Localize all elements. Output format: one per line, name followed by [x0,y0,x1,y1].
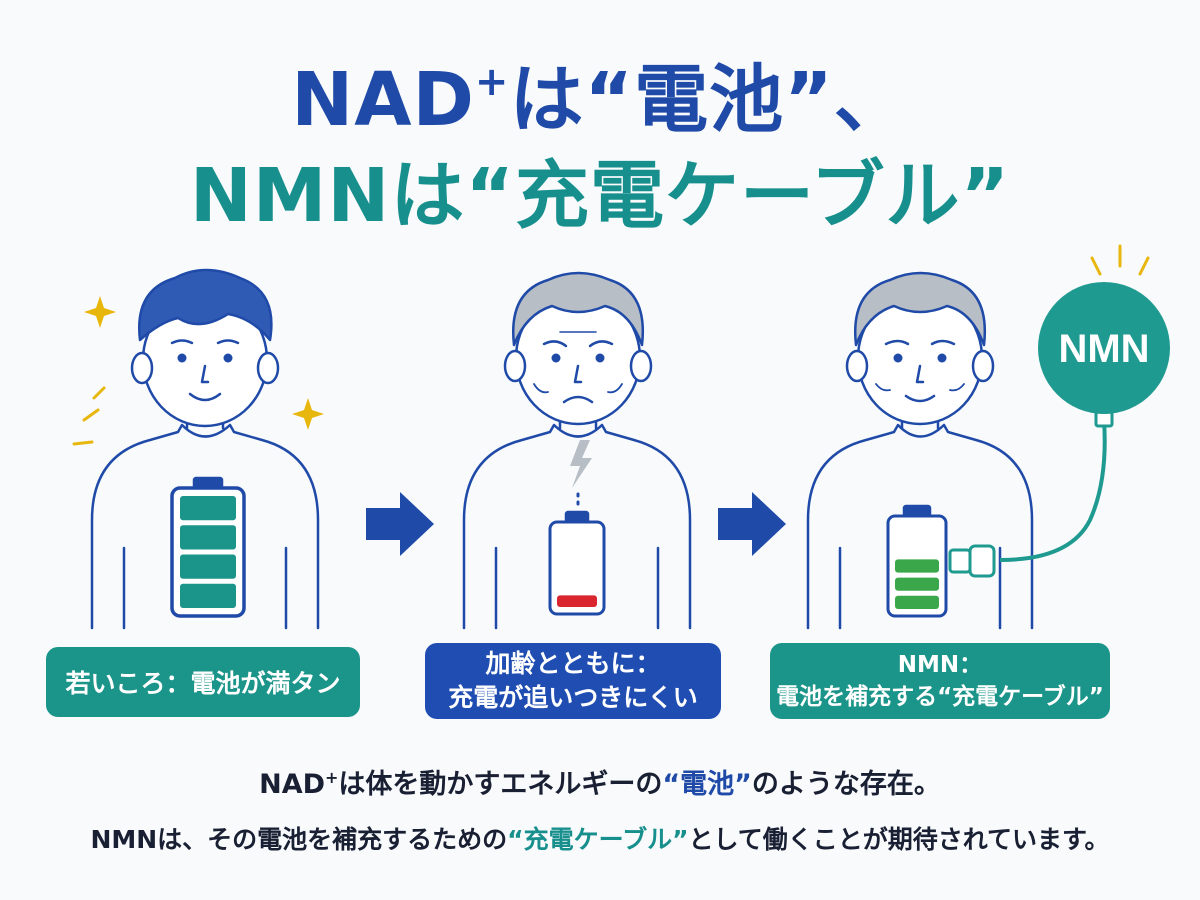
sparkle-icon [84,296,324,430]
caption-nmn-line1: NMN： [897,652,983,678]
caption-nmn: NMN： 電池を補充する“充電ケーブル” [770,643,1110,719]
battery-full-segment [180,496,236,521]
explanation-line2: NMNは、その電池を補充するための“充電ケーブル”として働くことが期待されていま… [0,820,1200,856]
caption-aging: 加齢とともに： 充電が追いつきにくい [425,643,721,719]
explanation-text-a: は体を動かすエネルギーの [338,769,663,800]
explanation-highlight-cable: “充電ケーブル” [507,825,689,854]
battery-charging-segment [895,559,939,573]
battery-full-segment [180,583,236,608]
battery-full-segment [180,525,236,550]
caption-aging-line1: 加齢とともに： [485,649,661,678]
young-person [90,268,320,630]
battery-icon-low [548,510,606,616]
title-nad: NAD [291,57,475,143]
nmn-badge-circle [1038,282,1170,414]
charging-cable [999,419,1107,562]
lightning-icon [570,440,592,488]
explanation-nad: NAD [259,769,325,800]
aging-torso [462,423,692,630]
battery-charging-segment [895,595,939,609]
arrow-right-icon [366,492,434,556]
main-title-line2: NMNは“充電ケーブル” [189,153,1011,239]
nmn-badge-label: NMN [1058,327,1149,371]
battery-charging-segment [895,577,939,591]
title-battery-text: は“電池”、 [509,57,909,143]
explanation-text-c: NMNは、その電池を補充するための [90,825,508,854]
aging-hair [512,271,645,347]
title-plus: + [474,59,510,105]
main-title-line1: NAD+は“電池”、 [0,40,1200,147]
explanation-plus: + [325,768,339,787]
battery-full-segment [180,554,236,579]
caption-young: 若いころ：電池が満タン [46,647,360,717]
nmn-torso [806,423,1034,630]
nmn-person [806,271,1034,630]
explanation-text-d: として働くことが期待されています。 [688,825,1110,854]
arrow-right-icon-2 [718,492,786,556]
sparkle-lines-icon [72,244,1150,446]
young-hair [138,268,273,342]
explanation-highlight-battery: “電池” [662,769,752,800]
nmn-hair [854,271,987,347]
explanation-text-b: のような存在。 [751,769,941,800]
battery-low-segment [557,595,597,607]
young-torso [90,423,320,630]
aging-person [462,271,692,630]
caption-aging-line2: 充電が追いつきにくい [448,683,698,712]
explanation-line1: NAD+は体を動かすエネルギーの“電池”のような存在。 [0,762,1200,801]
caption-nmn-line2: 電池を補充する“充電ケーブル” [776,684,1104,710]
